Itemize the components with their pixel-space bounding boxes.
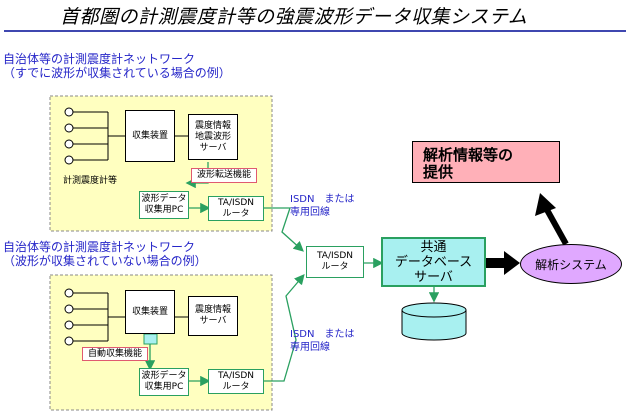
transfer-function-label: 波形転送機能 (191, 168, 257, 183)
isdn-line-bottom (264, 274, 305, 382)
section1-subheading: （すでに波形が収集されている場合の例） (3, 66, 231, 80)
sensor-label: 計測震度計等 (63, 176, 118, 186)
section2-subheading: （波形が収集されていない場合の例） (3, 254, 207, 268)
isdn-line-top (264, 207, 304, 252)
database-storage-icon (401, 302, 467, 341)
common-database-server: 共通データベースサーバ (381, 237, 486, 287)
collector-box-2: 収集装置 (125, 290, 175, 334)
pc-box-2: 波形データ収集用PC (139, 368, 189, 396)
analysis-system-node: 解析システム (520, 244, 622, 284)
isdn-label-top: ISDN または専用回線 (290, 194, 355, 218)
sensor-group-1 (64, 107, 125, 165)
info-provision-box: 解析情報等の提供 (412, 141, 560, 183)
arrow-analysis-to-output (535, 193, 569, 246)
server-box-2: 震度情報サーバ (188, 296, 238, 336)
section2-heading: 自治体等の計測震度計ネットワーク (3, 240, 196, 254)
isdn-label-bottom: ISDN または専用回線 (290, 329, 355, 353)
collector-box-1: 収集装置 (125, 110, 175, 162)
pc-box-1: 波形データ収集用PC (139, 191, 189, 219)
title-underline (4, 30, 626, 32)
section1-heading: 自治体等の計測震度計ネットワーク (3, 52, 196, 66)
auto-collect-function-label: 自動収集機能 (82, 347, 148, 361)
arrow-db-to-analysis (486, 251, 520, 275)
page-title: 首都圏の計測震度計等の強震波形データ収集システム (60, 6, 528, 28)
sensor-group-2 (64, 288, 125, 346)
server-box-1: 震度情報地震波形サーバ (188, 114, 238, 160)
